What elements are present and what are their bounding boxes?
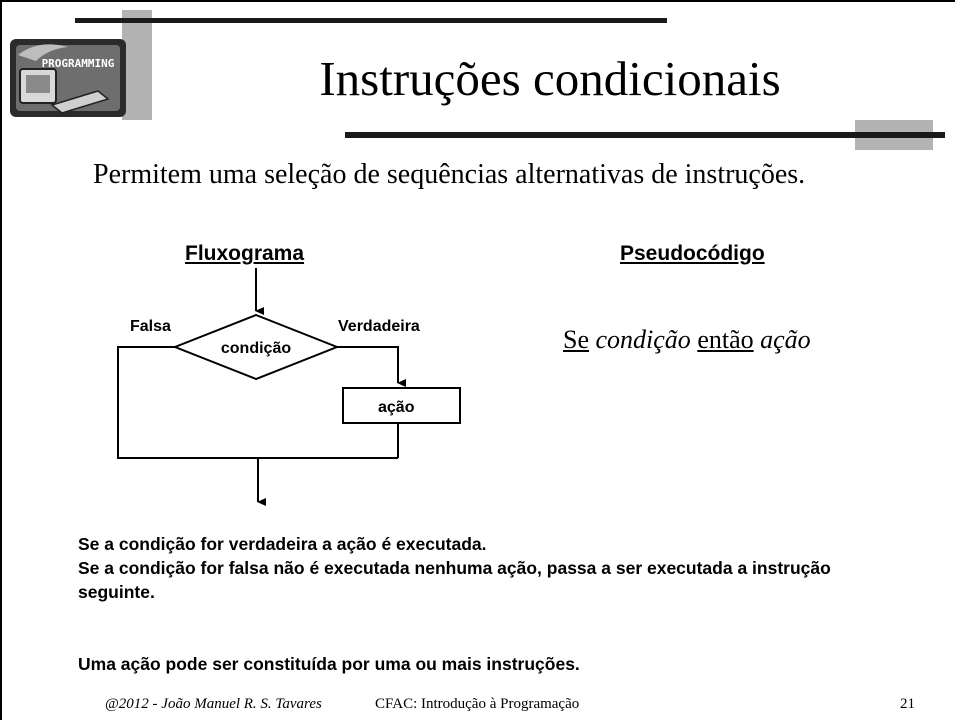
footer-author: @2012 - João Manuel R. S. Tavares [105, 696, 322, 712]
svg-text:PROGRAMMING: PROGRAMMING [42, 57, 115, 70]
note-false: Se a condição for falsa não é executada … [78, 558, 831, 602]
pseudo-acao: ação [760, 325, 811, 354]
slide-title: Instruções condicionais [319, 51, 781, 106]
pseudocode-header: Pseudocódigo [620, 242, 765, 265]
action-label: ação [378, 399, 415, 416]
pseudocode-line: Se condição então ação [563, 325, 811, 355]
intro-text: Permitem uma seleção de sequências alter… [93, 159, 806, 190]
kw-entao: então [697, 325, 754, 354]
footer-course: CFAC: Introdução à Programação [375, 696, 580, 712]
true-branch-line [337, 346, 406, 387]
footer-page-number: 21 [900, 696, 915, 712]
pseudo-condicao: condição [595, 325, 691, 354]
decor-gray-bar-top [122, 10, 152, 120]
programming-logo: PROGRAMMING [10, 39, 126, 117]
notes-block: Se a condição for verdadeira a ação é ex… [78, 532, 908, 604]
kw-se: Se [563, 325, 589, 354]
flowchart-header: Fluxograma [185, 242, 305, 265]
condition-diamond [172, 313, 340, 381]
note-action: Uma ação pode ser constituída por uma ou… [78, 654, 580, 674]
true-label: Verdadeira [338, 318, 420, 335]
false-label: Falsa [130, 318, 171, 335]
condition-label: condição [221, 340, 291, 357]
note-true: Se a condição for verdadeira a ação é ex… [78, 534, 487, 554]
decor-black-bar-title [345, 132, 945, 138]
decor-black-bar-top [75, 18, 667, 23]
action-box [342, 387, 461, 424]
